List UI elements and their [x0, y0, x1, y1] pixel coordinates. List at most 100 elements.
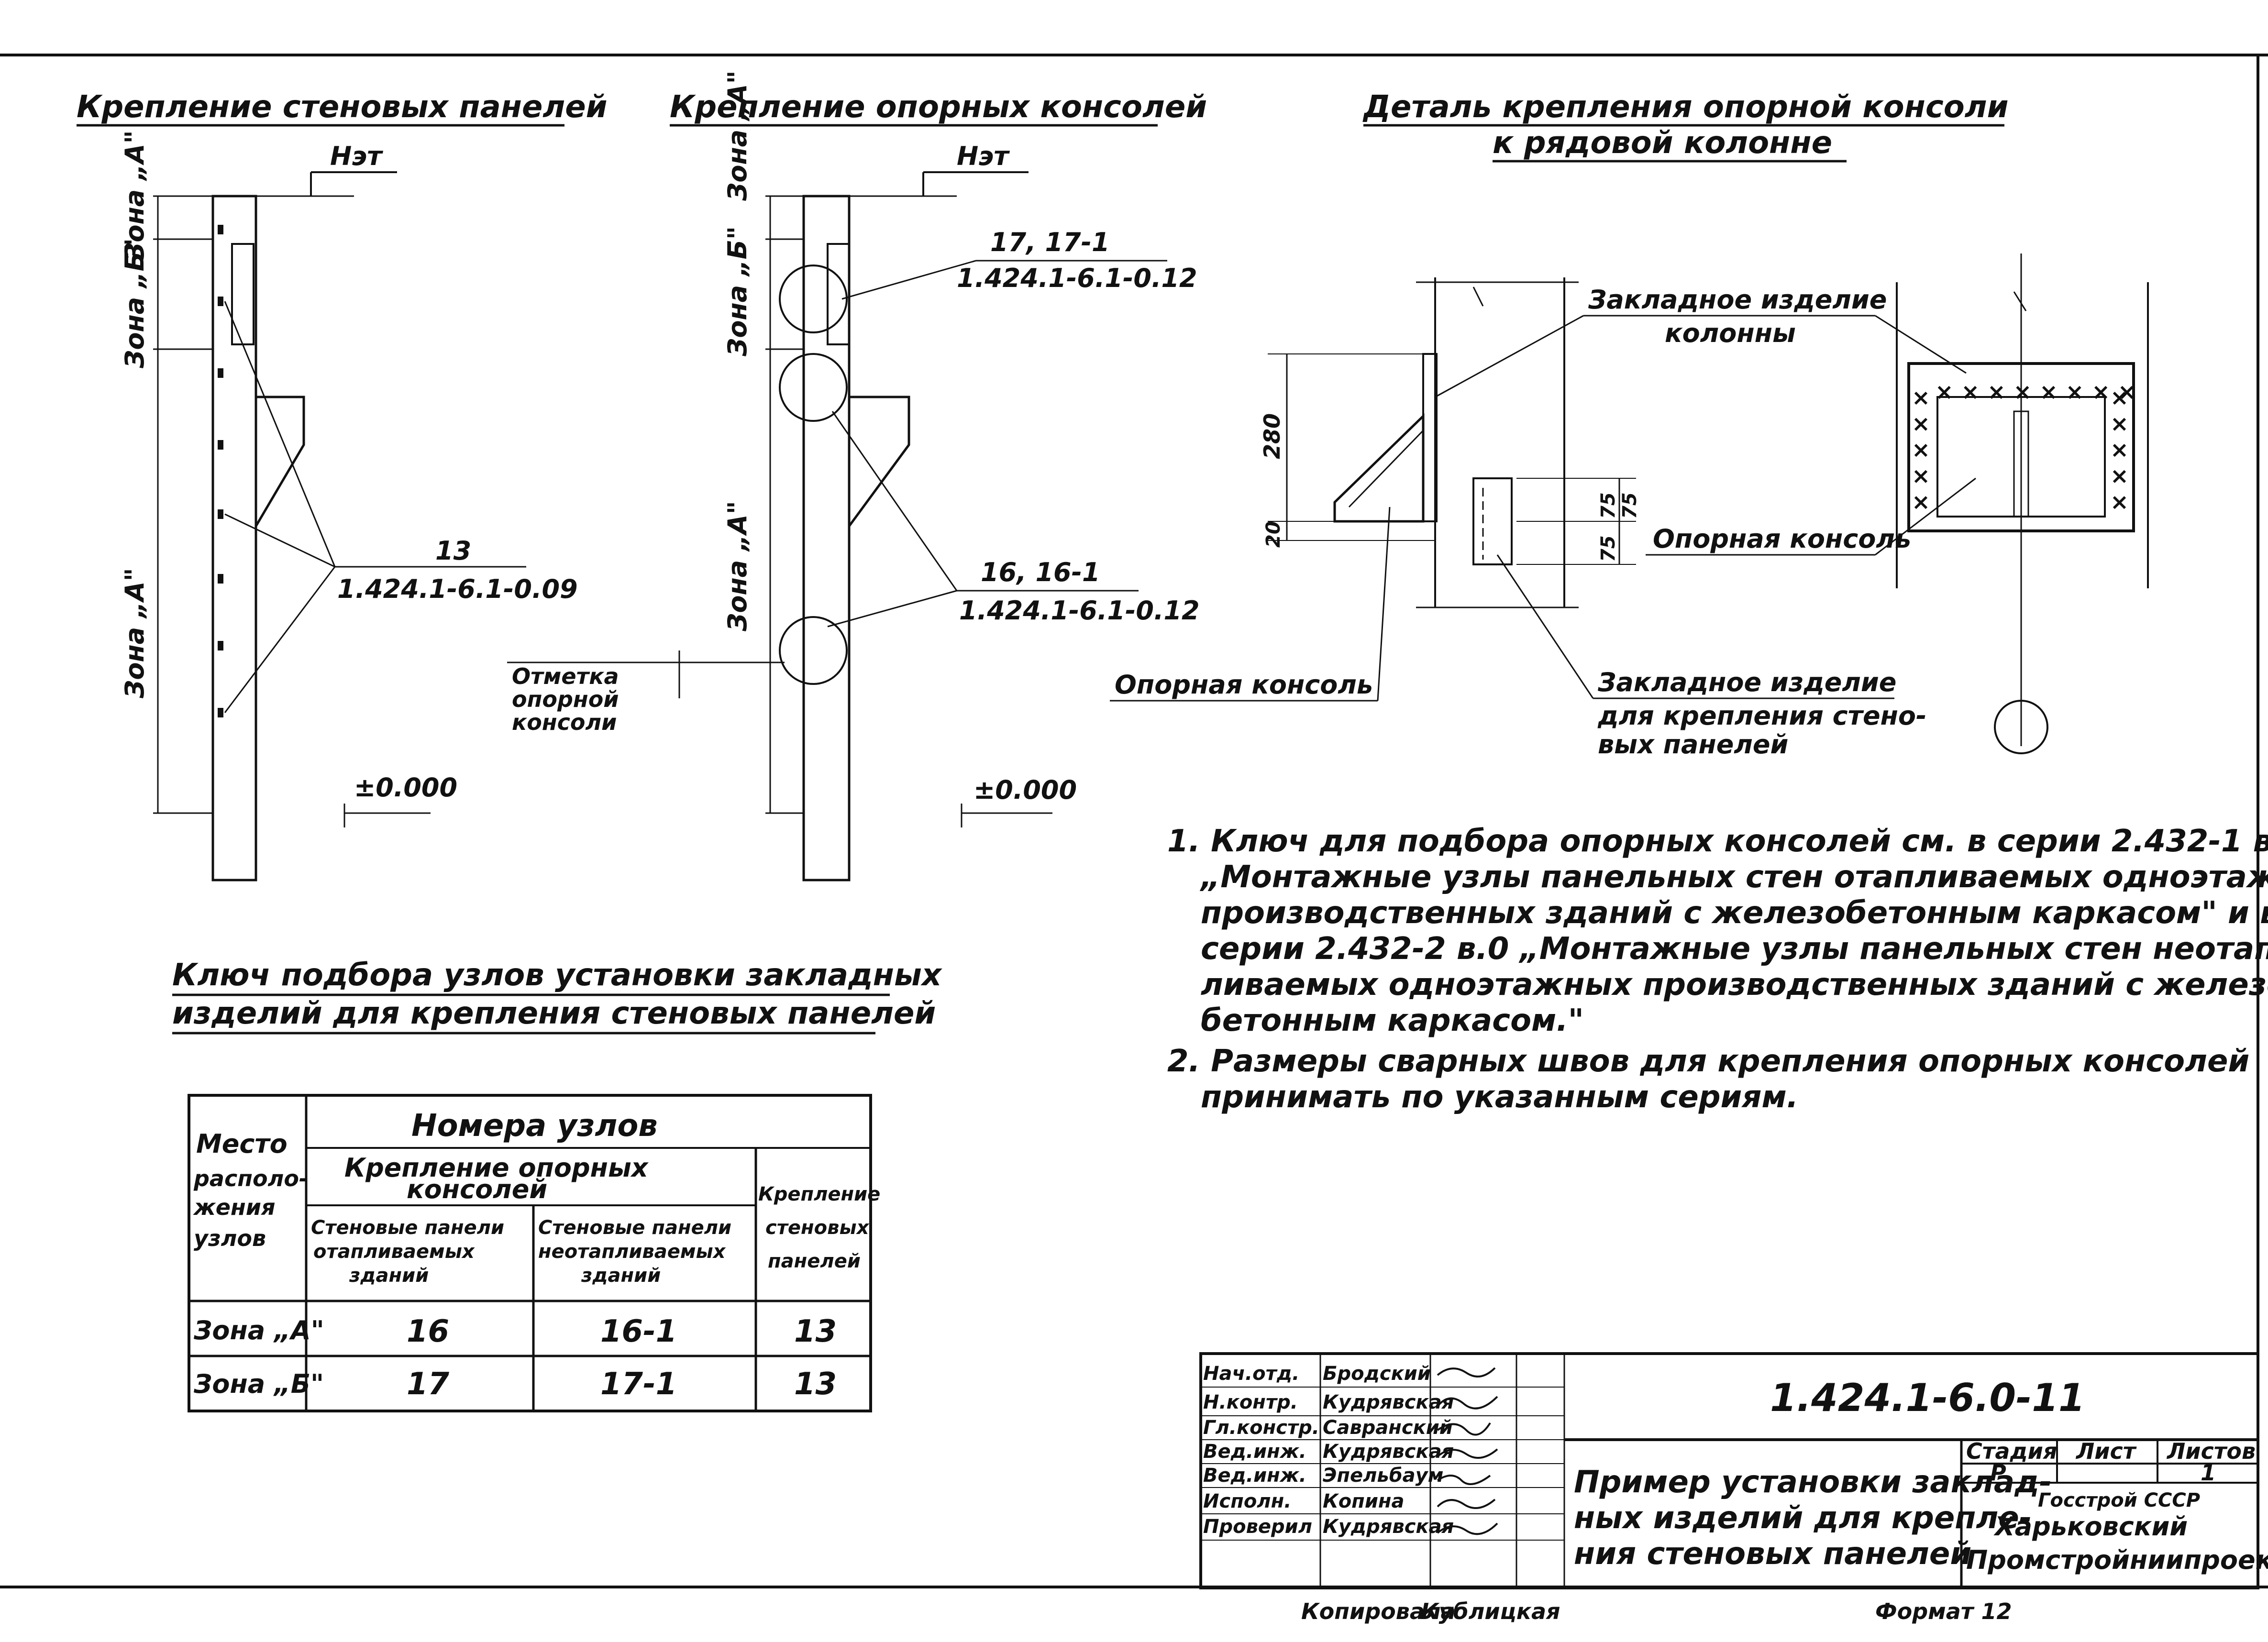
node-circle-16 [779, 616, 848, 685]
support-consoles-section: Крепление опорных консолей Нэт Зона „А" … [507, 70, 1207, 882]
detail-title-1: Деталь крепления опорной консоли [1362, 89, 2008, 125]
callout-17-code: 1.424.1-6.1-0.12 [957, 263, 1197, 293]
format-label: Формат 12 [1875, 1598, 2012, 1624]
stamp-role-2: Н.контр. [1203, 1391, 1298, 1413]
console-detail-section: Деталь крепления опорной консоли к рядов… [1110, 89, 2149, 760]
title-block-grid [1199, 1352, 2259, 1589]
zone-b-label-mid: Зона „Б" [722, 226, 752, 357]
zone-boundaries [153, 196, 213, 814]
column-embed-plate-front [1907, 362, 2135, 532]
nodes-header: Номера узлов [411, 1108, 658, 1144]
col-heated-3: зданий [349, 1265, 429, 1287]
node-circle-upper [779, 353, 848, 422]
note-line-8: принимать по указанным сериям. [1201, 1080, 1798, 1115]
console-mark-label-1: Отметка [512, 663, 619, 689]
row-a-unheated: 16-1 [600, 1314, 677, 1349]
col-heated-2: отапливаемых [313, 1241, 475, 1263]
key-table-title-1: Ключ подбора узлов установки закладных [172, 958, 942, 993]
sheets-value: 1 [2201, 1460, 2216, 1486]
embed-panels-label-2: для крепления стено- [1597, 701, 1926, 731]
zone-a-small-label: Зона „А" [120, 130, 150, 261]
top-level-label: Нэт [330, 141, 383, 171]
stamp-role-5: Вед.инж. [1203, 1465, 1306, 1487]
drawing-title-3: ния стеновых панелей [1574, 1536, 1971, 1572]
stamp-name-3: Савранский [1323, 1417, 1453, 1439]
drawing-title-1: Пример установки заклад- [1574, 1465, 2052, 1500]
stamp-name-7: Кудрявская [1323, 1516, 1454, 1538]
stamp-name-5: Эпельбаум [1323, 1465, 1443, 1487]
top-level-label-mid: Нэт [957, 141, 1010, 171]
title-block: Нач.отд. Н.контр. Гл.констр. Вед.инж. Ве… [1199, 1352, 2268, 1589]
zone-a-label-mid: Зона „А" [722, 501, 752, 632]
row-b-heated: 17 [407, 1366, 450, 1402]
row-a-heated: 16 [407, 1314, 449, 1349]
stamp-role-6: Исполн. [1203, 1490, 1291, 1512]
console-header-1: Крепление опорных [344, 1153, 649, 1183]
wall-panels-section: Крепление стеновых панелей Нэт Зона „А" … [77, 89, 608, 882]
note-line-3: производственных зданий с железобетонным… [1201, 895, 2268, 931]
signatures [1437, 1367, 1498, 1535]
sheets-label: Листов [2166, 1438, 2256, 1464]
callout-13-number: 13 [435, 536, 471, 566]
notes: 1. Ключ для подбора опорных консолей см.… [1167, 824, 2268, 1115]
row-a-panels: 13 [794, 1314, 837, 1349]
col-unheated-2: неотапливаемых [538, 1241, 726, 1263]
place-header-4: узлов [194, 1225, 266, 1251]
place-header-2: располо- [193, 1166, 308, 1191]
org-line-2: Харьковский [1993, 1511, 2188, 1542]
callout-16-number: 16, 16-1 [981, 557, 1100, 587]
place-header-1: Место [196, 1129, 288, 1159]
copier-name: Кублицкая [1421, 1598, 1560, 1624]
callout-13-leaders [224, 301, 526, 713]
weld-marks-right: × × × × × [2106, 389, 2132, 512]
note-line-6: бетонным каркасом." [1201, 1003, 1584, 1038]
detail-title-2: к рядовой колонне [1493, 125, 1832, 161]
zone-a-small-label-mid: Зона „А" [722, 70, 752, 201]
weld-marks-top: × × × × × × × × [1935, 379, 2136, 405]
col-unheated-3: зданий [581, 1265, 661, 1287]
zero-level-label-left: ±0.000 [354, 772, 457, 803]
dim-75-1: 75 [1597, 492, 1619, 519]
copied-label: Копировала [1301, 1598, 1456, 1624]
org-line-3: Промстройниипроект [1966, 1545, 2268, 1575]
stamp-role-4: Вед.инж. [1203, 1441, 1306, 1463]
sheet-label: Лист [2075, 1438, 2137, 1464]
note-line-2: „Монтажные узлы панельных стен отапливае… [1199, 860, 2268, 895]
embed-column-label-1: Закладное изделие [1588, 285, 1887, 315]
console-mark-label-2: опорной [512, 686, 619, 712]
wall-panels-title: Крепление стеновых панелей [77, 89, 608, 125]
stamp-name-2: Кудрявская [1323, 1391, 1454, 1413]
callout-13-code: 1.424.1-6.1-0.09 [337, 574, 578, 604]
panel-embed-plate-side [1472, 477, 1513, 565]
weld-marks-left: × × × × × [1907, 389, 1933, 512]
note-line-4: серии 2.432-2 в.0 „Монтажные узлы панель… [1201, 931, 2268, 967]
column-outline-mid [802, 195, 851, 882]
stamp-name-4: Кудрявская [1323, 1441, 1454, 1463]
callout-17-number: 17, 17-1 [990, 227, 1110, 257]
stamp-role-1: Нач.отд. [1203, 1363, 1299, 1385]
footer: Копировала Кублицкая Формат 12 [1301, 1598, 2012, 1624]
row-b-zone: Зона „Б" [193, 1369, 324, 1399]
stamp-name-6: Копина [1323, 1490, 1404, 1512]
col-panels-1: Крепление [758, 1183, 880, 1205]
support-consoles-title: Крепление опорных консолей [670, 89, 1207, 125]
embedded-plate [231, 243, 254, 345]
dim-280: 280 [1259, 413, 1285, 459]
column-axis-marker [1994, 700, 2048, 754]
col-unheated-1: Стеновые панели [538, 1217, 731, 1239]
note-line-7: 2. Размеры сварных швов для крепления оп… [1167, 1044, 2249, 1079]
row-b-unheated: 17-1 [600, 1366, 677, 1402]
stamp-role-7: Проверил [1203, 1516, 1312, 1538]
drawing-code: 1.424.1-6.0-11 [1770, 1376, 2085, 1420]
node-circle-17 [779, 264, 848, 333]
col-heated-1: Стеновые панели [311, 1217, 504, 1239]
key-table-title-2: изделий для крепления стеновых панелей [172, 996, 936, 1031]
zero-level-label-mid: ±0.000 [974, 775, 1077, 805]
console-mark-label-3: консоли [512, 709, 617, 735]
callout-16-code: 1.424.1-6.1-0.12 [959, 595, 1200, 626]
org-line-1: Госстрой СССР [2038, 1489, 2200, 1511]
note-line-1: 1. Ключ для подбора опорных консолей см.… [1167, 824, 2268, 859]
dim-75-2: 75 [1619, 492, 1641, 519]
stage-label: Стадия [1966, 1438, 2057, 1464]
